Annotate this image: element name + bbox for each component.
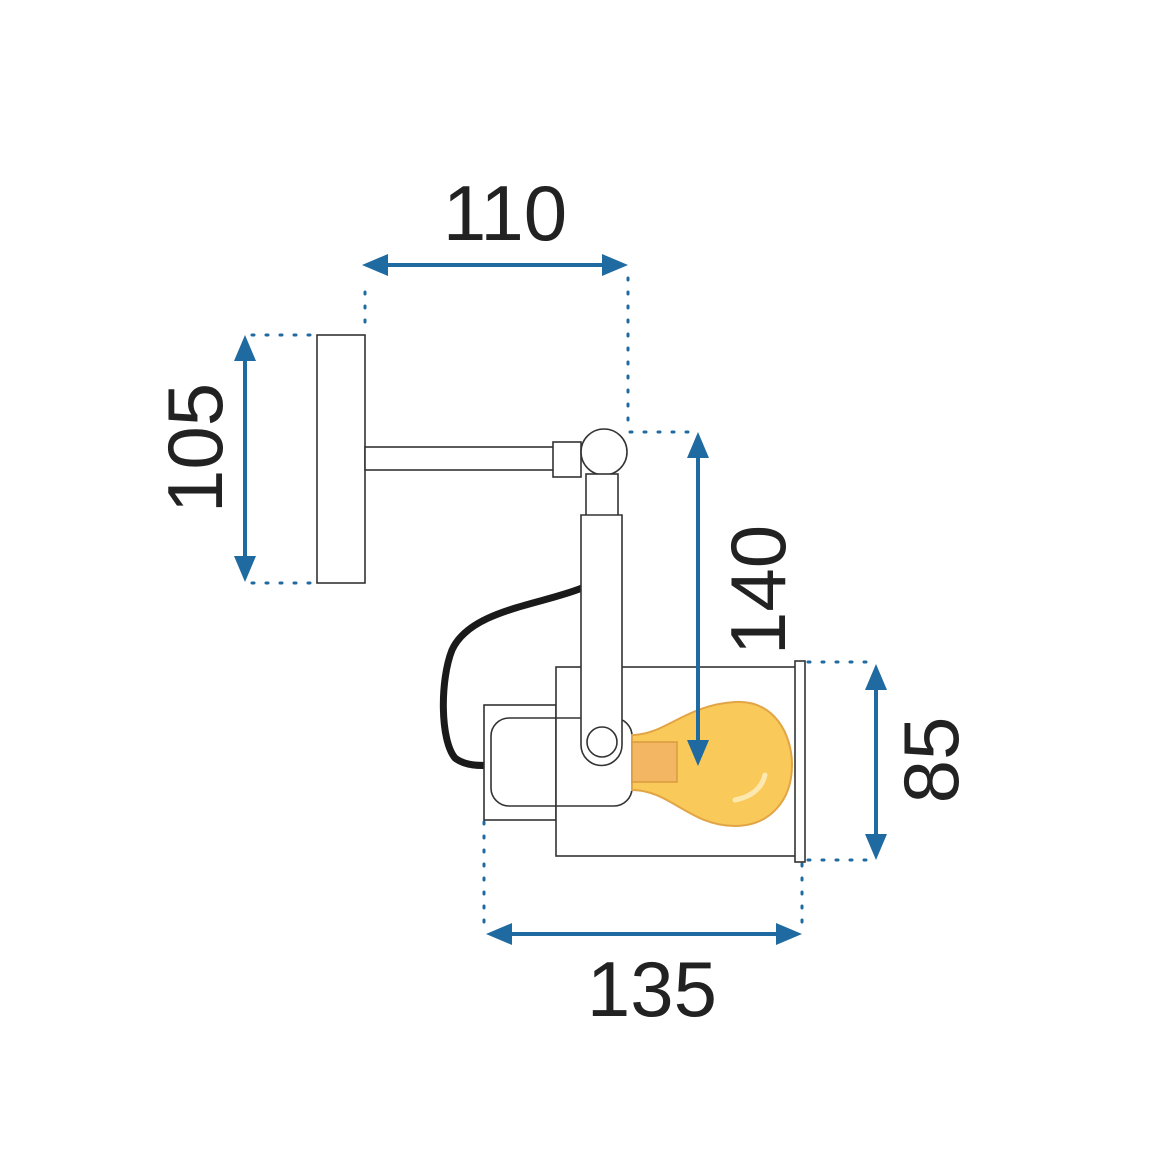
pivot <box>586 726 618 758</box>
wall-plate <box>316 334 366 584</box>
dim-label-105: 105 <box>151 383 239 513</box>
dim-label-85: 85 <box>887 717 975 804</box>
vertical-arm <box>580 514 623 767</box>
extension-lines <box>250 276 874 930</box>
dim-105: 105 <box>151 335 256 582</box>
dim-85: 85 <box>865 664 975 860</box>
dim-label-135: 135 <box>587 945 717 1033</box>
lamp <box>316 334 806 863</box>
arm-collar <box>552 441 582 478</box>
dim-140: 140 <box>687 432 802 766</box>
dim-label-110: 110 <box>443 169 567 257</box>
back-box <box>483 704 557 821</box>
joint-stub <box>585 473 619 517</box>
joint-ball <box>580 428 628 476</box>
cable <box>439 584 584 769</box>
shade-rim <box>794 660 806 863</box>
horizontal-arm <box>364 446 556 471</box>
dim-110: 110 <box>362 169 628 276</box>
dim-label-140: 140 <box>714 525 802 655</box>
dim-135: 135 <box>486 923 802 1033</box>
bulb <box>631 700 794 828</box>
